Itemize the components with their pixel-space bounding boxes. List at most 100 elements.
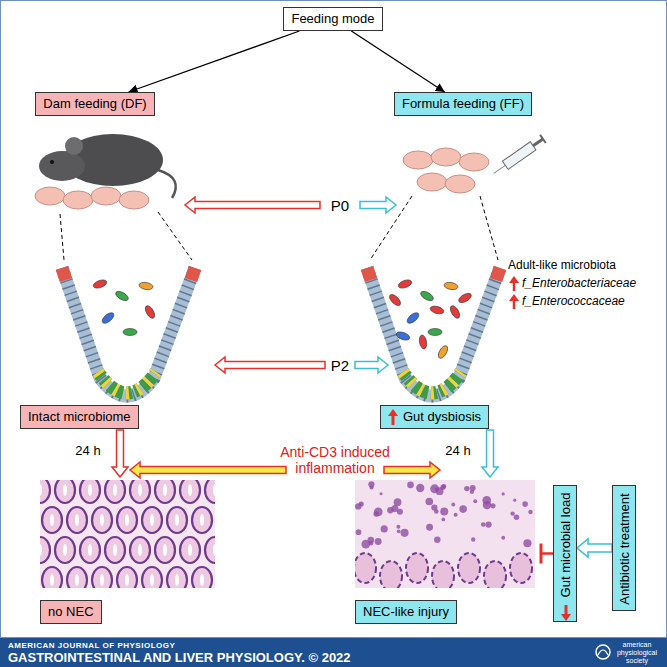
damaged-villus bbox=[484, 561, 506, 588]
pup bbox=[91, 187, 121, 205]
pup bbox=[35, 187, 65, 205]
cell-debris bbox=[425, 498, 433, 506]
timepoint-arrow bbox=[360, 197, 396, 213]
villus-core bbox=[200, 574, 204, 586]
stem-cells bbox=[403, 372, 461, 393]
villus bbox=[92, 507, 112, 533]
villus bbox=[167, 567, 187, 588]
zoom-line bbox=[480, 196, 498, 260]
villus-core bbox=[40, 544, 42, 556]
cell-debris bbox=[381, 525, 388, 532]
cell-debris bbox=[451, 503, 455, 507]
villus-core bbox=[63, 544, 67, 556]
villus bbox=[180, 480, 200, 503]
dam-mouse-head bbox=[39, 151, 85, 181]
epithelial-cells bbox=[62, 268, 195, 396]
villus-core bbox=[50, 574, 54, 586]
pup bbox=[459, 153, 489, 171]
bacterium bbox=[114, 289, 130, 302]
villus bbox=[167, 507, 187, 533]
villus-core bbox=[213, 544, 215, 556]
villus bbox=[40, 480, 50, 503]
villus-core bbox=[40, 484, 42, 496]
villus-core bbox=[138, 544, 142, 556]
cell-debris bbox=[373, 511, 378, 516]
bacterium bbox=[429, 305, 444, 315]
cell-debris bbox=[502, 492, 505, 495]
cell-debris bbox=[407, 482, 414, 489]
increase-arrow bbox=[509, 276, 519, 283]
zoom-line bbox=[60, 214, 64, 260]
villus-core bbox=[213, 484, 215, 496]
timepoint-arrow bbox=[185, 197, 320, 213]
paneth-cells bbox=[98, 372, 156, 393]
process-box: NEC-like injury bbox=[355, 600, 457, 624]
bacterium bbox=[92, 278, 108, 289]
mouse-tail bbox=[158, 170, 176, 198]
process-box: Gut dysbiosis bbox=[380, 405, 489, 429]
cell-debris bbox=[375, 538, 382, 545]
villus bbox=[40, 537, 50, 563]
villus-tip bbox=[62, 268, 66, 280]
timepoint-label: P2 bbox=[331, 357, 349, 374]
villus bbox=[55, 537, 75, 563]
villus-core bbox=[50, 514, 54, 526]
bacterium bbox=[418, 334, 427, 349]
crypt-villus bbox=[62, 268, 195, 396]
duration-label: 24 h bbox=[445, 443, 470, 458]
society-logo bbox=[596, 645, 610, 659]
process-box: Dam feeding (DF) bbox=[35, 92, 154, 116]
bacterium bbox=[443, 281, 458, 290]
villus-core bbox=[113, 484, 117, 496]
decrease-arrow bbox=[560, 605, 572, 621]
cell-debris bbox=[501, 536, 505, 540]
histology-injured bbox=[355, 480, 535, 588]
villus bbox=[142, 507, 162, 533]
villus bbox=[192, 507, 212, 533]
villus bbox=[105, 480, 125, 503]
box-label: Gut dysbiosis bbox=[403, 409, 481, 425]
dam-mouse-eye bbox=[50, 160, 54, 164]
zoom-line bbox=[158, 212, 192, 260]
cell-debris bbox=[355, 503, 361, 510]
villus-core bbox=[100, 574, 104, 586]
villus bbox=[80, 537, 100, 563]
villus-tip bbox=[496, 268, 500, 280]
society-logo bbox=[598, 650, 608, 655]
syringe-plunger bbox=[540, 135, 546, 143]
villus-core bbox=[88, 544, 92, 556]
villus-core bbox=[138, 484, 142, 496]
cell-debris bbox=[485, 521, 491, 527]
bacterium bbox=[448, 304, 461, 320]
bacterium bbox=[388, 293, 403, 308]
villus-tip bbox=[191, 268, 195, 280]
block-arrow bbox=[577, 539, 612, 557]
cell-debris bbox=[470, 490, 474, 494]
epithelial-cells bbox=[367, 268, 500, 396]
taxon-label: f_Enterococcaceae bbox=[522, 294, 625, 308]
epithelium bbox=[62, 268, 195, 396]
cell-debris bbox=[459, 505, 467, 513]
vertical-box: Gut microbial load bbox=[553, 485, 577, 622]
cell-debris bbox=[514, 515, 520, 521]
pup bbox=[431, 148, 461, 166]
villus bbox=[155, 480, 175, 503]
box-label: Gut microbial load bbox=[558, 493, 574, 598]
cell-debris bbox=[431, 504, 437, 510]
villus-core bbox=[188, 484, 192, 496]
villus bbox=[55, 480, 75, 503]
villus-core bbox=[88, 484, 92, 496]
treatment-label: Anti-CD3 induced inflammation bbox=[265, 444, 405, 476]
bacterium bbox=[143, 304, 156, 320]
cell-debris bbox=[454, 513, 458, 517]
treatment-arrow bbox=[384, 462, 440, 478]
increase-arrow bbox=[509, 294, 519, 301]
annotation: Adult-like microbiota bbox=[508, 258, 616, 272]
cell-debris bbox=[528, 510, 532, 514]
timepoint-arrow bbox=[355, 357, 388, 373]
inhibition-line bbox=[541, 552, 553, 555]
cell-debris bbox=[416, 484, 424, 492]
time-arrow bbox=[482, 430, 498, 477]
villus-core bbox=[75, 574, 79, 586]
bacterium bbox=[419, 289, 435, 302]
